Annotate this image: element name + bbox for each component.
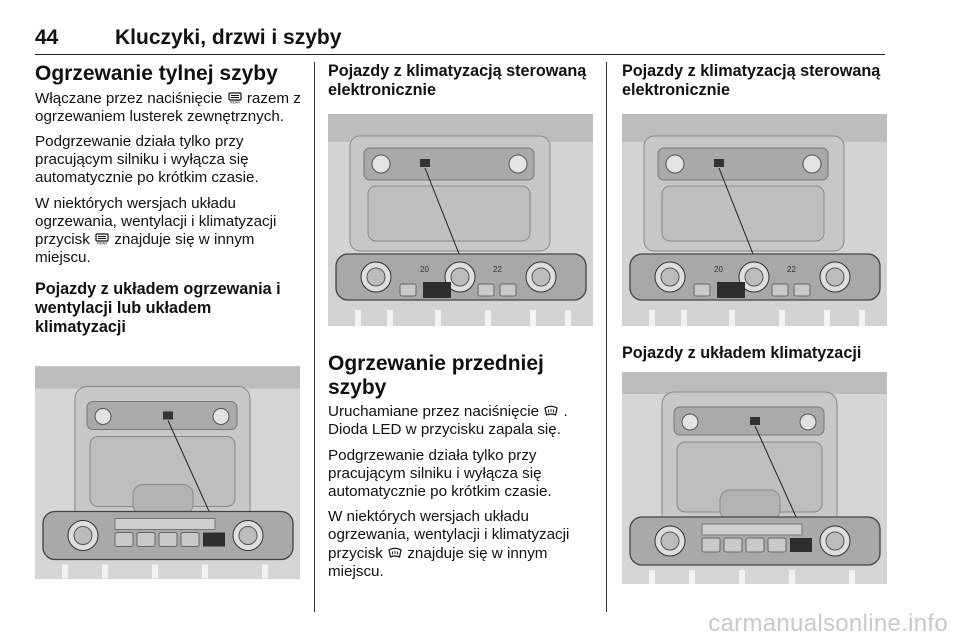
section-heading-windscreen: Ogrzewanie przedniej szyby — [328, 352, 544, 399]
subheading-ac: Pojazdy z układem klimatyzacji — [622, 344, 862, 362]
paragraph: Uruchamiane przez naciśnięcie . Dioda LE… — [328, 403, 568, 439]
subheading-ecc: Pojazdy z klimatyzacją sterowaną elektro… — [328, 62, 587, 100]
figure-ecc-panel-front-button — [622, 114, 887, 326]
subheading-hvac: Pojazdy z układem ogrzewania i wentylacj… — [35, 279, 281, 336]
column-3: Pojazdy z klimatyzacją sterowaną elektro… — [622, 62, 887, 584]
paragraph: Podgrzewanie działa tylko przy pracujący… — [328, 446, 552, 500]
paragraph: Podgrzewanie działa tylko przy pracujący… — [35, 132, 259, 187]
figure-ecc-panel-rear-button — [328, 114, 593, 326]
subheading-ecc: Pojazdy z klimatyzacją sterowaną elektro… — [622, 62, 881, 100]
front-defrost-icon — [544, 405, 558, 417]
paragraph: W niektórych wersjach układu ogrzewania,… — [35, 194, 277, 267]
watermark: carmanualsonline.info — [708, 610, 948, 637]
paragraph: W niektórych wersjach układu ogrzewania,… — [328, 508, 570, 580]
rear-defrost-icon — [95, 233, 109, 245]
page-number: 44 — [35, 26, 59, 49]
page-header: 44 Kluczyki, drzwi i szyby — [35, 26, 885, 55]
column-2: Pojazdy z klimatyzacją sterowaną elektro… — [328, 62, 593, 580]
column-1: Ogrzewanie tylnej szyby Włączane przez n… — [35, 62, 303, 579]
column-divider — [314, 62, 315, 612]
rear-defrost-icon — [228, 92, 242, 104]
section-heading-rear-window: Ogrzewanie tylnej szyby — [35, 62, 278, 85]
column-divider — [606, 62, 607, 612]
paragraph: Włączane przez naciśnięcie razem z ogrze… — [35, 89, 301, 125]
front-defrost-icon — [388, 547, 402, 559]
running-title: Kluczyki, drzwi i szyby — [115, 26, 342, 49]
figure-ac-panel-rear-button — [35, 366, 300, 579]
figure-ac-panel-front-button — [622, 372, 887, 584]
